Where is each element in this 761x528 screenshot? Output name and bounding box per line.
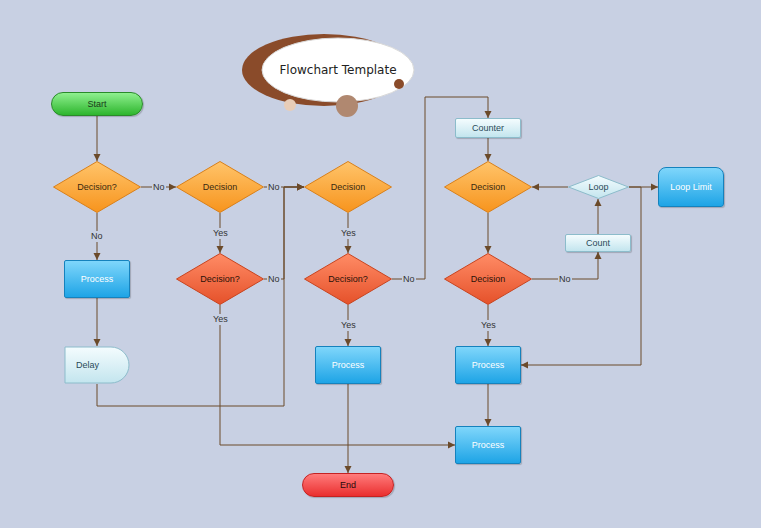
edge-label: No: [402, 274, 416, 285]
connector: [97, 298, 98, 346]
connector: [97, 116, 98, 161]
node-label: Delay: [76, 360, 99, 371]
shape-fill: [569, 176, 629, 199]
node-label: Process: [472, 360, 505, 371]
node-label: Decision: [471, 182, 506, 193]
node-label: Process: [332, 360, 365, 371]
shape-fill: [305, 254, 392, 305]
connector: [220, 305, 455, 445]
node-label: Decision?: [200, 274, 240, 285]
decision-diamond: Decision: [304, 161, 392, 213]
start-terminal: Start: [51, 92, 143, 116]
decision-diamond: Decision?: [53, 161, 141, 213]
decision-diamond: Decision: [444, 161, 532, 213]
node-label: Start: [87, 99, 106, 110]
shape-fill: [445, 162, 532, 213]
edge-label: Yes: [340, 228, 357, 239]
connector: [488, 138, 489, 161]
shape-fill: [177, 254, 264, 305]
title-bubble: [336, 95, 358, 117]
node-label: Loop: [588, 182, 608, 193]
counter-box: Counter: [455, 118, 521, 138]
connector: [532, 187, 568, 188]
node-label: Counter: [472, 123, 504, 134]
node-label: Count: [586, 238, 610, 249]
title-text: Flowchart Template: [279, 63, 396, 77]
process-box: Process: [315, 346, 381, 384]
edge-label: Yes: [212, 228, 229, 239]
edge-label: Yes: [212, 314, 229, 325]
loop-diamond: Loop: [568, 175, 629, 199]
decision-diamond: Decision?: [304, 253, 392, 305]
node-label: Process: [81, 274, 114, 285]
shape-fill: [54, 162, 141, 213]
decision-diamond: Decision: [176, 161, 264, 213]
node-label: Process: [472, 440, 505, 451]
edge-label: Yes: [340, 320, 357, 331]
edge-label: No: [152, 182, 166, 193]
count-box: Count: [565, 234, 631, 252]
node-label: Decision?: [328, 274, 368, 285]
loop-limit-box: Loop Limit: [658, 167, 724, 207]
shape-fill: [305, 162, 392, 213]
delay-box: Delay: [64, 346, 130, 384]
process-box: Process: [455, 426, 521, 464]
edge-label: No: [558, 274, 572, 285]
node-label: Decision: [331, 182, 366, 193]
edge-label: No: [90, 231, 104, 242]
node-label: Decision: [203, 182, 238, 193]
connector: [488, 384, 489, 426]
edge-label: No: [267, 274, 281, 285]
edge-label: Yes: [480, 320, 497, 331]
decision-diamond: Decision: [444, 253, 532, 305]
process-box: Process: [64, 260, 130, 298]
title-bubble: [394, 79, 404, 89]
edge-label: No: [267, 182, 281, 193]
title-bubble: [284, 99, 296, 111]
connector: [521, 187, 641, 365]
connector: [348, 384, 349, 473]
decision-diamond: Decision?: [176, 253, 264, 305]
end-terminal: End: [302, 473, 394, 497]
connector: [598, 199, 599, 234]
node-label: Decision?: [77, 182, 117, 193]
shape-fill: [445, 254, 532, 305]
node-label: Decision: [471, 274, 506, 285]
node-label: Loop Limit: [670, 182, 712, 193]
node-label: End: [340, 480, 356, 491]
connector: [488, 213, 489, 253]
shape-fill: [177, 162, 264, 213]
process-box: Process: [455, 346, 521, 384]
title-ellipse: [262, 38, 414, 102]
shape-fill: [65, 347, 129, 383]
